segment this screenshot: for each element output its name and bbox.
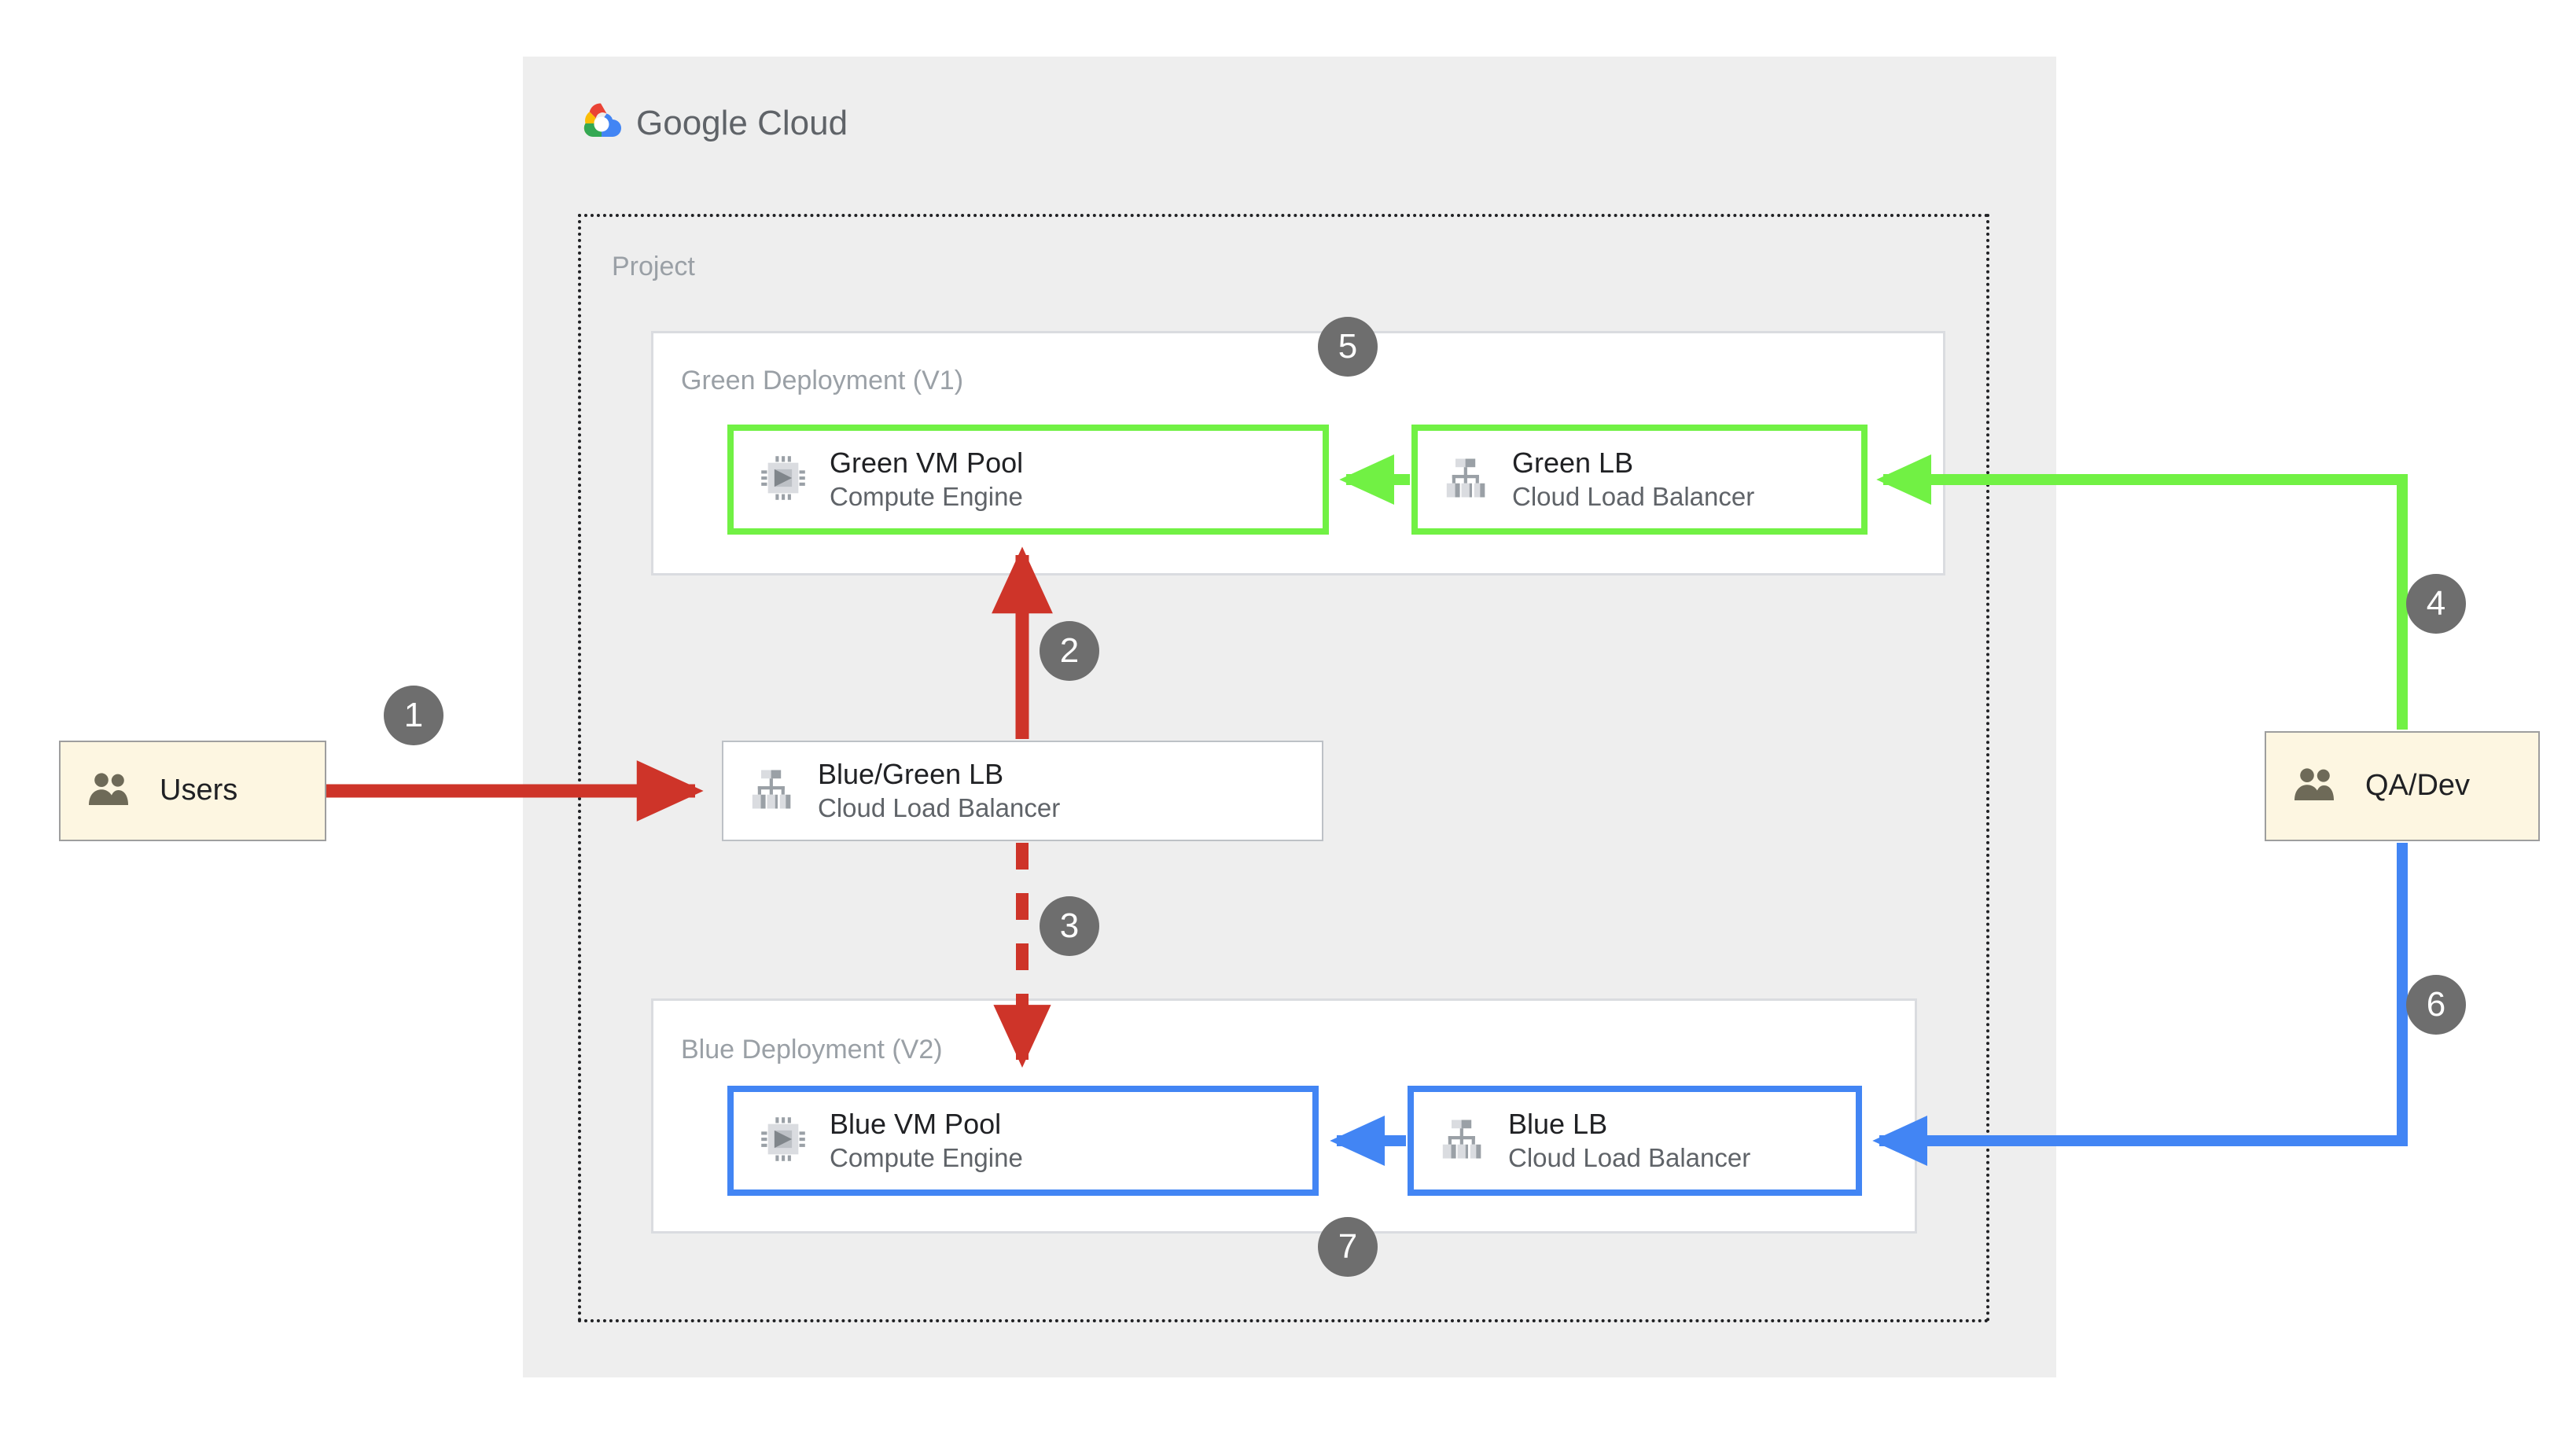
step-badge-4: 4 [2406, 574, 2466, 634]
group-green-deployment-label: Green Deployment (V1) [681, 366, 964, 395]
node-title: Blue VM Pool [830, 1108, 1002, 1141]
node-subtitle: Cloud Load Balancer [1512, 482, 1755, 512]
users-group-icon [2293, 767, 2342, 807]
node-green-vm-pool-text: Green VM Pool Compute Engine [830, 445, 1023, 514]
node-title: QA/Dev [2365, 769, 2471, 803]
node-qa-dev[interactable]: QA/Dev [2265, 731, 2540, 841]
group-blue-deployment-label: Blue Deployment (V2) [681, 1035, 943, 1064]
node-subtitle: Compute Engine [830, 482, 1023, 512]
step-badge-6: 6 [2406, 975, 2466, 1035]
google-cloud-logo-icon [578, 102, 624, 144]
node-bluegreen-lb[interactable]: Blue/Green LB Cloud Load Balancer [722, 741, 1323, 841]
project-boundary [578, 214, 1989, 1322]
node-blue-vm-pool[interactable]: Blue VM Pool Compute Engine [727, 1086, 1319, 1196]
node-green-lb[interactable]: Green LB Cloud Load Balancer [1411, 425, 1868, 535]
node-users-text: Users [160, 772, 237, 810]
node-blue-lb-text: Blue LB Cloud Load Balancer [1508, 1106, 1750, 1175]
step-badge-7: 7 [1318, 1217, 1378, 1277]
node-green-lb-text: Green LB Cloud Load Balancer [1512, 445, 1754, 514]
step-badge-1: 1 [384, 686, 443, 745]
node-blue-vm-pool-text: Blue VM Pool Compute Engine [830, 1106, 1023, 1175]
node-blue-lb[interactable]: Blue LB Cloud Load Balancer [1408, 1086, 1862, 1196]
node-users[interactable]: Users [59, 741, 326, 841]
node-subtitle: Cloud Load Balancer [1508, 1143, 1751, 1173]
node-title: Green LB [1512, 447, 1634, 480]
node-title: Blue LB [1508, 1108, 1608, 1141]
cloud-load-balancer-icon [1444, 458, 1489, 502]
node-title: Users [160, 774, 238, 807]
google-cloud-brand: Google Cloud [578, 102, 848, 144]
node-bluegreen-lb-text: Blue/Green LB Cloud Load Balancer [818, 756, 1060, 825]
step-badge-5: 5 [1318, 317, 1378, 377]
users-group-icon [87, 771, 136, 811]
cloud-load-balancer-icon [1441, 1119, 1485, 1164]
node-green-vm-pool[interactable]: Green VM Pool Compute Engine [727, 425, 1329, 535]
node-qa-dev-text: QA/Dev [2365, 767, 2470, 805]
node-subtitle: Compute Engine [830, 1143, 1023, 1173]
brand-label: Google Cloud [636, 103, 848, 142]
project-label: Project [612, 252, 695, 281]
node-title: Green VM Pool [830, 447, 1024, 480]
compute-engine-chip-icon [760, 1116, 806, 1166]
step-badge-2: 2 [1040, 621, 1099, 681]
cloud-load-balancer-icon [750, 769, 794, 814]
node-title: Blue/Green LB [818, 758, 1004, 791]
step-badge-3: 3 [1040, 896, 1099, 956]
compute-engine-chip-icon [760, 455, 806, 505]
node-subtitle: Cloud Load Balancer [818, 793, 1061, 823]
